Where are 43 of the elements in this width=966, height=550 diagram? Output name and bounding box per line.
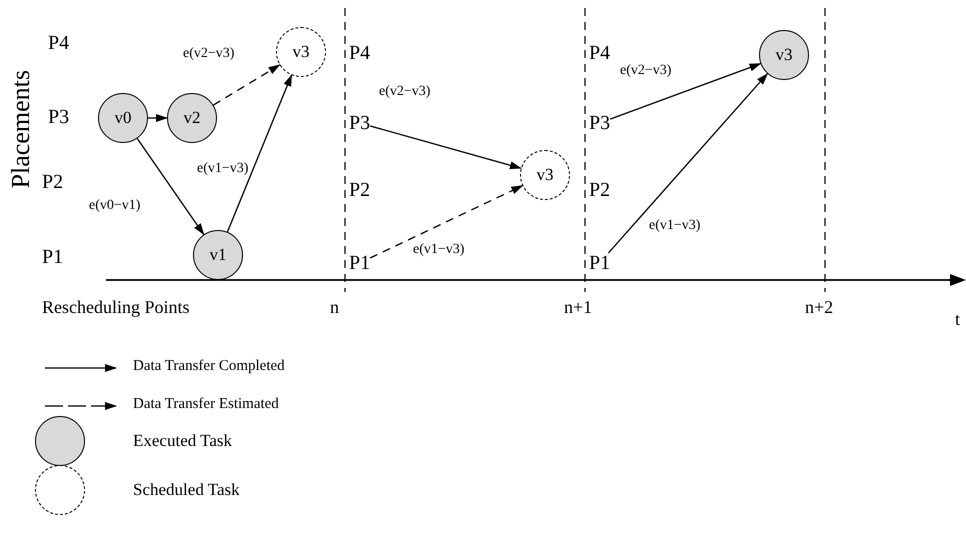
legend-label: Executed Task [133, 432, 232, 449]
placement-label: P4 [589, 43, 610, 63]
edge-label: e(v1−v3) [648, 219, 702, 233]
arrow [610, 63, 762, 120]
placement-label: P2 [349, 180, 370, 200]
legend-label: Data Transfer Estimated [133, 397, 279, 412]
placement-label: P3 [349, 113, 370, 133]
executed-task-circle: v3 [759, 30, 809, 80]
arrow [608, 72, 768, 254]
placement-label: P1 [349, 253, 370, 273]
tick-label: n+2 [805, 298, 834, 316]
legend-label: Data Transfer Completed [133, 359, 285, 374]
placement-label: P1 [589, 253, 610, 273]
scheduled-task-circle: v3 [520, 150, 570, 200]
executed-task-circle: v1 [193, 230, 243, 280]
executed-task-circle: v2 [167, 93, 217, 143]
edge-label: e(v2−v3) [619, 64, 672, 78]
arrow [226, 74, 292, 232]
axis-title: t [955, 310, 960, 328]
tick-label: n [330, 298, 339, 316]
placement-label: P1 [42, 247, 64, 267]
edge-label: e(v2−v3) [182, 47, 236, 61]
axis-title: Placements [8, 70, 34, 188]
arrow [370, 125, 522, 170]
edge-label: e(v1−v3) [412, 243, 466, 257]
scheduled-task-circle: v3 [276, 27, 326, 77]
edge-label: e(v0−v1) [88, 199, 142, 213]
legend-label: Scheduled Task [133, 481, 240, 498]
arrow [148, 114, 168, 122]
edge-label: e(v2−v3) [378, 85, 432, 99]
arrow [370, 185, 524, 259]
axis-title: Rescheduling Points [42, 298, 190, 316]
arrow [136, 138, 204, 236]
tick-label: n+1 [564, 298, 592, 316]
edge-label: e(v1−v3) [196, 162, 250, 176]
placement-label: P3 [589, 113, 610, 133]
arrow [213, 64, 280, 106]
placement-label: P4 [48, 33, 70, 53]
placement-label: P2 [42, 172, 64, 192]
placement-label: P4 [349, 43, 370, 63]
placement-label: P2 [589, 180, 610, 200]
placement-label: P3 [48, 107, 70, 127]
executed-task-circle: v0 [98, 93, 148, 143]
